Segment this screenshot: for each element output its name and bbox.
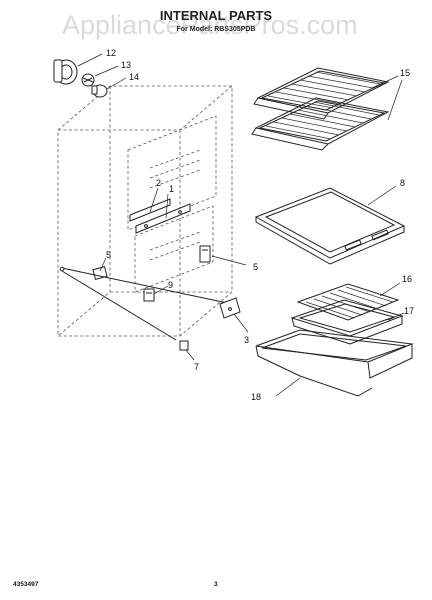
- callout-17: 17: [404, 306, 414, 316]
- light-cover: [91, 84, 108, 98]
- oven-sensor-bracket: [199, 245, 211, 263]
- light-socket: [53, 59, 78, 85]
- callout-12: 12: [106, 48, 116, 58]
- callout-16: 16: [402, 274, 412, 284]
- oven-rack-18: [255, 329, 414, 397]
- callout-15: 15: [400, 68, 410, 78]
- oven-bottom-panel: [254, 187, 406, 265]
- page-title: INTERNAL PARTS: [160, 8, 273, 23]
- callout-9: 9: [168, 280, 173, 290]
- callout-5-right: 5: [253, 262, 258, 272]
- footer-page-number: 3: [214, 581, 218, 588]
- oven-cavity-outline: [57, 85, 233, 337]
- page-subtitle: For Model: RBS305PDB: [177, 26, 256, 33]
- broiler-pan-grid: [296, 283, 400, 321]
- cover-plate-3: [219, 297, 241, 319]
- leader-lines: [77, 53, 405, 397]
- callout-8: 8: [400, 178, 405, 188]
- light-bulb: [81, 73, 95, 87]
- callout-3: 3: [244, 335, 249, 345]
- oven-rack-lower: [251, 97, 390, 151]
- clip-7: [179, 340, 189, 351]
- callout-18: 18: [251, 392, 261, 402]
- callout-5-left: 5: [106, 250, 111, 260]
- temperature-sensor-rod: [59, 266, 233, 341]
- callout-14: 14: [129, 72, 139, 82]
- callout-1: 1: [169, 184, 174, 194]
- callout-7: 7: [194, 362, 199, 372]
- rack-support-2: [129, 198, 171, 222]
- oven-rack-upper: [253, 67, 390, 120]
- footer-part-number: 4353497: [13, 581, 39, 588]
- watermark: AppliancePartsPros.com: [62, 10, 358, 40]
- callout-13: 13: [121, 60, 131, 70]
- callout-2: 2: [156, 178, 161, 188]
- rack-support-1: [135, 203, 191, 234]
- clip-9: [143, 288, 155, 302]
